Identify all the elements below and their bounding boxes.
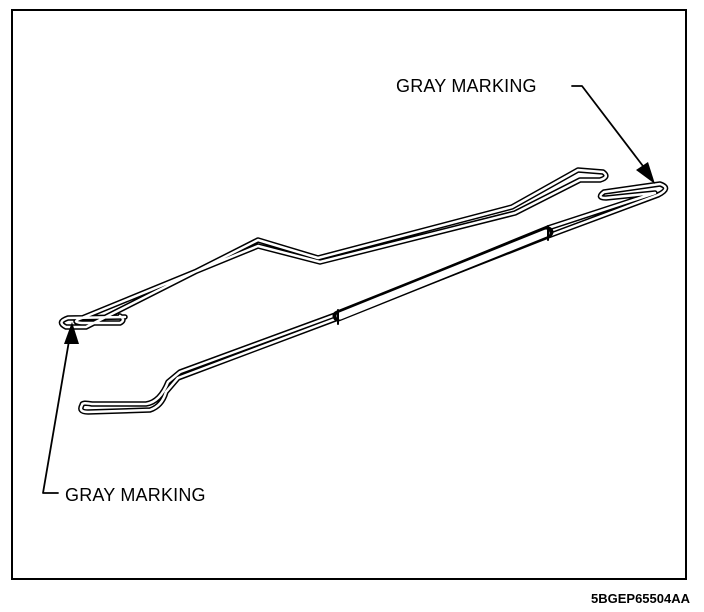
top-arrowhead <box>636 162 655 184</box>
figure-code: 5BGEP65504AA <box>591 591 690 606</box>
top-leader-line <box>571 85 647 171</box>
gray-marking-label-top: GRAY MARKING <box>396 76 537 96</box>
upper-rod <box>58 167 609 330</box>
bottom-arrowhead <box>64 322 79 344</box>
diagram-frame <box>11 9 687 580</box>
bottom-leader-line <box>42 334 71 494</box>
gray-marking-label-bottom: GRAY MARKING <box>65 485 206 505</box>
